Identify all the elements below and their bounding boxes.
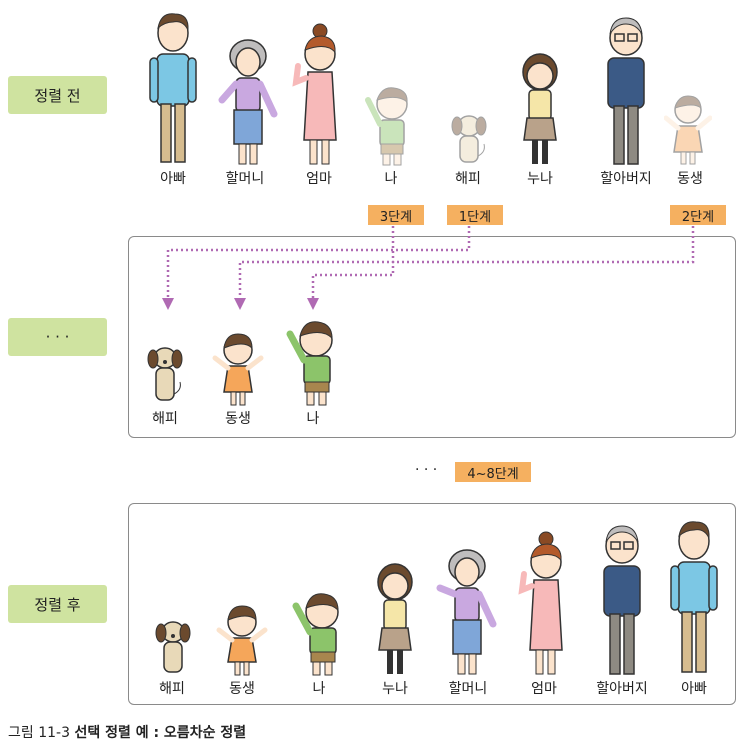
- row-label-middle: · · ·: [8, 318, 107, 356]
- dad-figure: [149, 13, 197, 163]
- before-name: 나: [384, 171, 398, 187]
- me-figure: [286, 321, 333, 406]
- middle-name: 나: [306, 411, 320, 427]
- sister-figure: [377, 563, 413, 674]
- figure-caption: 그림 11-3 선택 정렬 예 : 오름차순 정렬: [8, 722, 246, 742]
- row-label-before: 정렬 전: [8, 76, 107, 114]
- figure-number: 그림 11-3: [8, 725, 70, 741]
- sibling-figure-faded: [664, 95, 712, 165]
- grandpa-figure: [607, 17, 645, 165]
- between-dots: · · ·: [415, 462, 438, 478]
- after-name: 할아버지: [596, 681, 648, 697]
- step-tag-3: 3단계: [368, 205, 424, 225]
- after-name: 해피: [159, 681, 185, 697]
- step-tag-1: 1단계: [447, 205, 503, 225]
- dog-figure: [155, 621, 191, 673]
- sibling-figure: [216, 605, 268, 676]
- middle-name: 동생: [225, 411, 251, 427]
- after-name: 할머니: [448, 681, 488, 697]
- me-figure-faded: [365, 87, 408, 166]
- after-name: 엄마: [531, 681, 557, 697]
- after-name: 동생: [229, 681, 255, 697]
- me-figure: [292, 593, 339, 676]
- before-name: 해피: [455, 171, 481, 187]
- before-name: 엄마: [306, 171, 332, 187]
- sister-figure: [522, 53, 558, 164]
- after-name: 나: [312, 681, 326, 697]
- before-name: 할아버지: [600, 171, 652, 187]
- before-name: 동생: [677, 171, 703, 187]
- before-name: 할머니: [225, 171, 265, 187]
- before-name: 누나: [527, 171, 553, 187]
- dog-figure-faded: [451, 115, 487, 163]
- step-tag-2: 2단계: [670, 205, 726, 225]
- mom-figure: [292, 23, 337, 165]
- before-name: 아빠: [160, 171, 186, 187]
- dad-figure: [670, 521, 718, 673]
- dog-figure: [147, 347, 183, 401]
- figure-title: 선택 정렬 예 : 오름차순 정렬: [74, 725, 247, 741]
- middle-name: 해피: [152, 411, 178, 427]
- mom-figure: [518, 531, 563, 675]
- grandpa-figure: [603, 525, 641, 675]
- after-name: 누나: [382, 681, 408, 697]
- row-label-after: 정렬 후: [8, 585, 107, 623]
- sibling-figure: [212, 333, 264, 406]
- after-name: 아빠: [681, 681, 707, 697]
- grandma-figure: [218, 39, 278, 165]
- grandma-figure: [436, 549, 497, 675]
- steps-4-8-tag: 4~8단계: [455, 462, 531, 482]
